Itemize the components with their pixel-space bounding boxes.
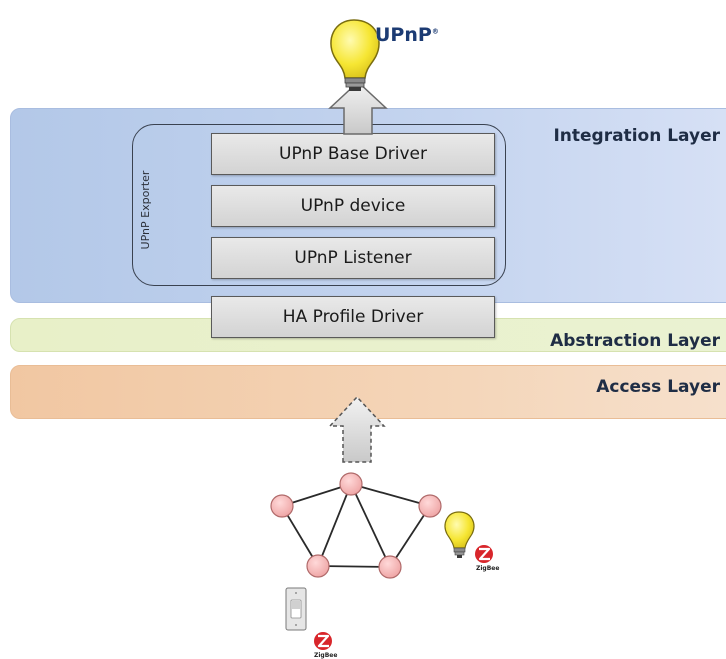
zigbee-logo-icon (314, 632, 332, 650)
upnp-logo: UPnP® (375, 24, 439, 46)
mesh-network-icon (270, 472, 442, 579)
upnp-listener-box: UPnP Listener (211, 237, 495, 279)
access-layer-label: Access Layer (596, 377, 720, 397)
zigbee-caption-switch: ZigBee (314, 652, 338, 659)
ha-profile-driver-box: HA Profile Driver (211, 296, 495, 338)
zigbee-caption-bulb: ZigBee (476, 565, 500, 572)
lightbulb-icon (444, 511, 475, 558)
lightbulb-icon (330, 19, 380, 91)
wall-switch-icon (285, 587, 307, 631)
zigbee-logo-icon (475, 545, 493, 563)
access-up-arrow (328, 395, 386, 463)
integration-layer-label: Integration Layer (553, 126, 720, 146)
top-up-arrow (328, 80, 388, 135)
upnp-exporter-container (132, 124, 506, 286)
abstraction-layer-label: Abstraction Layer (550, 331, 720, 351)
upnp-device-box: UPnP device (211, 185, 495, 227)
upnp-logo-text: UPnP (375, 24, 432, 46)
